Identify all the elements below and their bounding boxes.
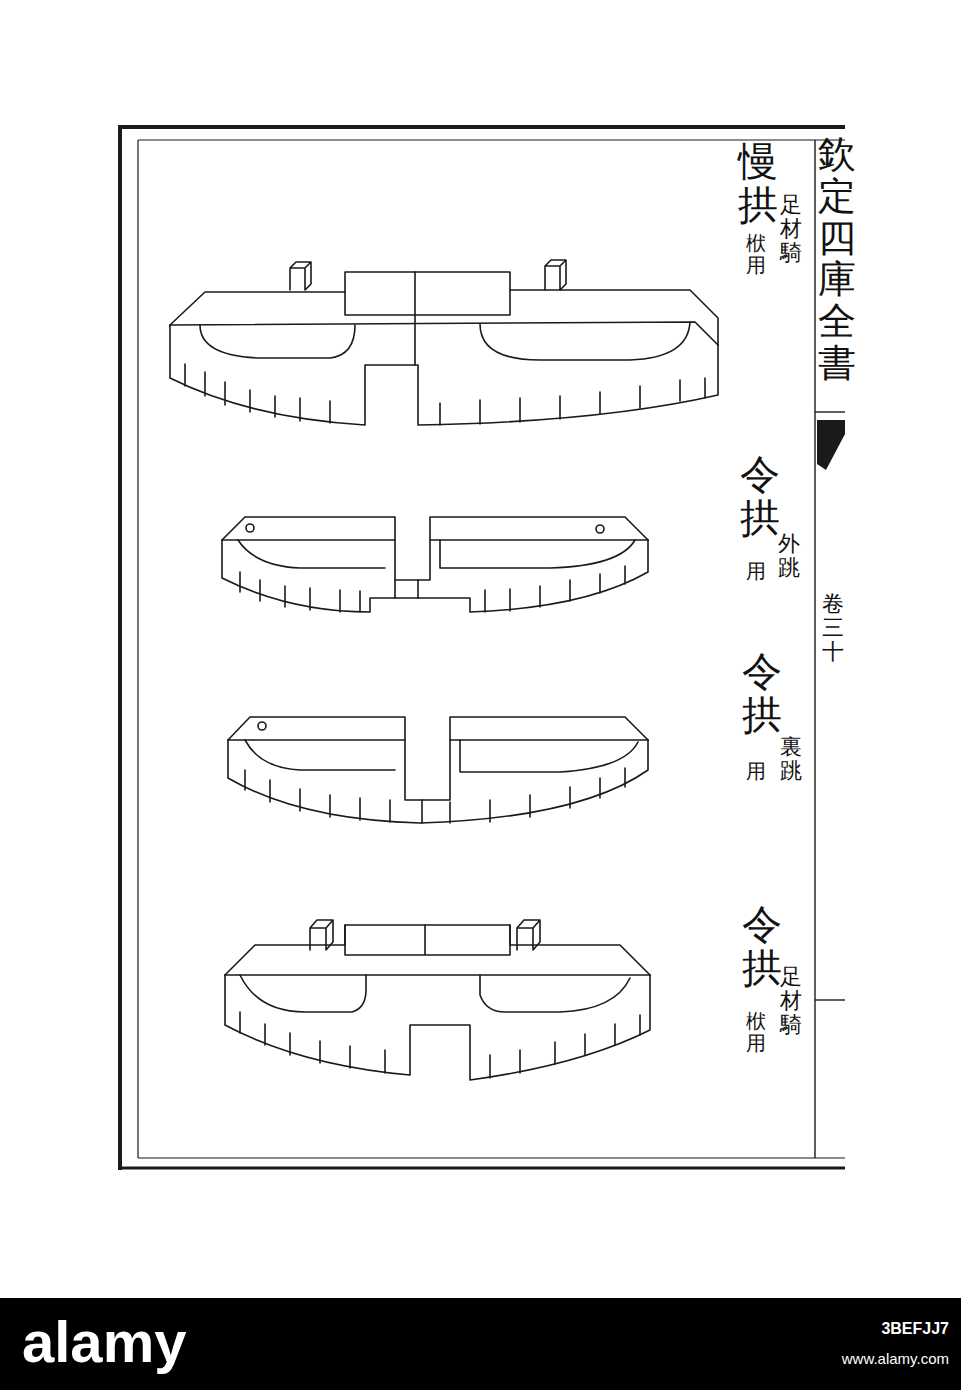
watermark-logo: alamy [22, 1308, 186, 1375]
scoop [240, 975, 630, 1012]
annotation-slot: 栿用 [746, 1010, 766, 1054]
annotation: 用 [746, 560, 766, 582]
top-front-edge [222, 539, 648, 541]
annotation: 足材騎 [780, 193, 802, 266]
top-front-edge [170, 322, 718, 345]
watermark-logo-slot: alamy [22, 1308, 186, 1375]
annotation: 栿用 [746, 232, 766, 276]
part-name-slot: 令拱 [742, 903, 782, 991]
running-header: 欽定四庫全書 [818, 134, 856, 385]
scoop [245, 740, 638, 772]
ling-gong-full-drawing [225, 920, 650, 1080]
slot [395, 580, 418, 598]
annotation-slot: 足材騎 [780, 193, 802, 266]
part-name: 令拱 [740, 453, 780, 541]
front-face [225, 975, 650, 1080]
hatching [245, 768, 625, 823]
block [290, 262, 311, 290]
top-back-edge [170, 272, 718, 345]
annotation: 用 [746, 760, 766, 782]
top-back-edge [228, 717, 648, 800]
annotation: 栿用 [746, 1010, 766, 1054]
part-name-slot: 令拱 [740, 453, 780, 541]
block [310, 920, 333, 950]
annotation-slot: 裏跳 [780, 735, 802, 783]
part-name: 令拱 [742, 650, 782, 738]
annotation-slot: 用 [746, 760, 766, 782]
front-face [228, 740, 648, 823]
frame-line [137, 140, 138, 1158]
part-name: 令拱 [742, 903, 782, 991]
scoop [200, 322, 690, 360]
frame-line [138, 1157, 845, 1158]
watermark-id-slot: 3BEFJJ7 [881, 1320, 949, 1338]
frame-line [118, 125, 122, 1170]
column-rule [815, 999, 845, 1000]
hatching [185, 364, 705, 425]
block [517, 920, 540, 950]
hatching [240, 1012, 640, 1078]
top-back-edge [222, 517, 648, 580]
peg-hole [246, 524, 254, 532]
fish-tail-mark [817, 420, 845, 470]
top-front-edge [228, 739, 648, 741]
top-front-edge [225, 974, 650, 976]
column-rule [815, 411, 845, 412]
annotation-slot: 足材騎 [780, 965, 802, 1038]
page-frame [118, 125, 845, 1170]
volume-number: 卷三十 [822, 592, 844, 665]
paper [0, 0, 961, 1298]
slot [421, 800, 423, 823]
watermark-url-slot: www.alamy.com [842, 1350, 949, 1367]
peg-hole [596, 525, 604, 533]
annotation-slot: 外跳 [778, 532, 800, 580]
peg-hole [258, 722, 266, 730]
hatching [240, 566, 625, 612]
annotation: 外跳 [778, 532, 800, 580]
annotation-slot: 栿用 [746, 232, 766, 276]
front-face [170, 325, 718, 425]
watermark-id: 3BEFJJ7 [881, 1320, 949, 1338]
volume-number-slot: 卷三十 [822, 592, 844, 665]
center-plate [345, 925, 510, 955]
top-back-edge [225, 925, 650, 975]
annotation: 足材騎 [780, 965, 802, 1038]
running-header-slot: 欽定四庫全書 [818, 134, 856, 385]
column-rule [814, 140, 815, 1158]
annotation-slot: 用 [746, 560, 766, 582]
watermark-band [0, 1298, 961, 1390]
ling-gong-outer-drawing [222, 517, 648, 612]
ling-gong-inner-drawing [228, 717, 648, 823]
part-name-slot: 慢拱 [738, 140, 778, 228]
center-plate [345, 272, 510, 365]
front-face [222, 540, 648, 612]
frame-line [118, 125, 845, 129]
part-name-slot: 令拱 [742, 650, 782, 738]
part-name: 慢拱 [738, 140, 778, 228]
watermark-url: www.alamy.com [842, 1350, 949, 1367]
annotation: 裏跳 [780, 735, 802, 783]
frame-line [118, 1167, 845, 1170]
block [545, 260, 566, 290]
scoop [238, 540, 635, 568]
man-gong-drawing [170, 260, 718, 425]
